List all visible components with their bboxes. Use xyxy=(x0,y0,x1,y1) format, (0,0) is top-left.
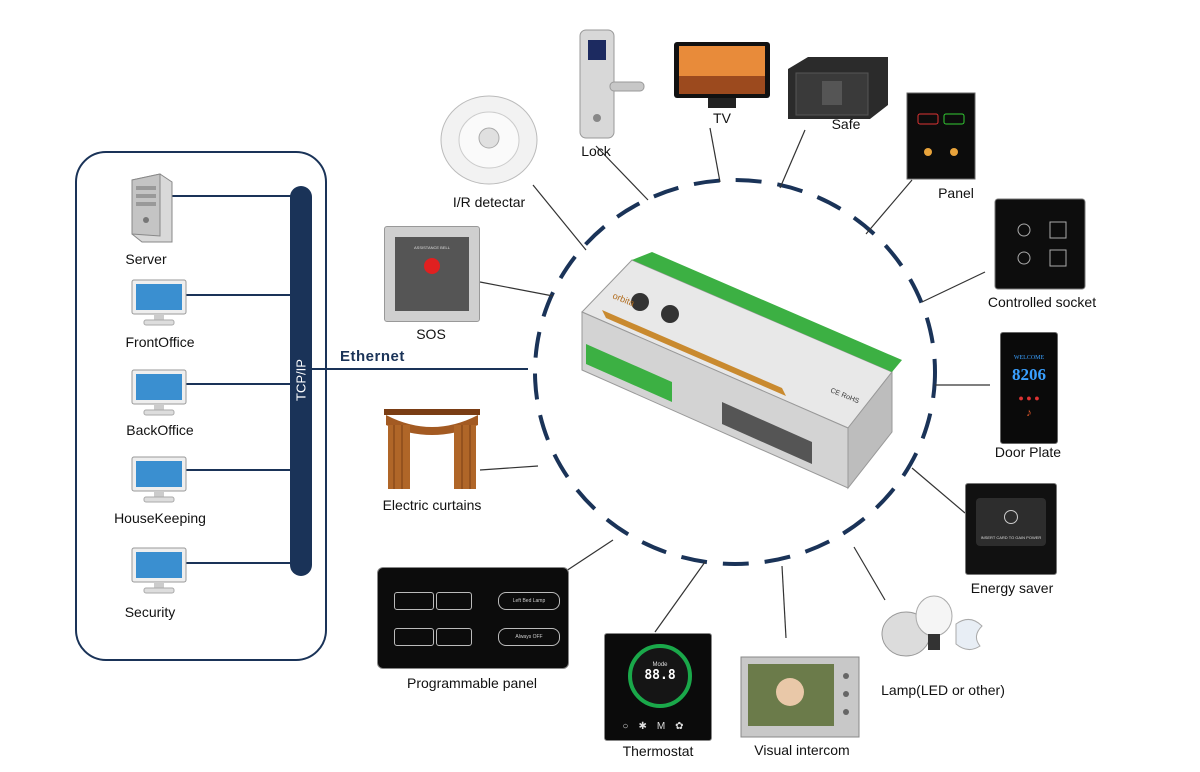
thermostat-buttons: ○✱M✿ xyxy=(622,721,694,732)
terminal-label-frontoffice: FrontOffice xyxy=(125,334,195,350)
tcpip-bus xyxy=(290,186,312,576)
device-label-panel: Panel xyxy=(938,185,974,201)
safe-icon xyxy=(788,57,888,119)
panel-button-icon xyxy=(394,628,434,646)
device-label-programmable-panel: Programmable panel xyxy=(407,675,537,691)
panel-button-icon xyxy=(436,628,472,646)
door-plate-room: 8206 xyxy=(1012,365,1046,384)
panel-button-icon xyxy=(436,592,472,610)
door-plate-indicators: ● ● ● xyxy=(1018,393,1040,403)
lamp-icon xyxy=(881,595,983,657)
panel-icon xyxy=(906,92,976,180)
network-frame xyxy=(75,151,327,661)
room-controller-icon: orbita CE RoHS xyxy=(581,252,902,490)
intercom-icon xyxy=(740,656,860,738)
sos-button xyxy=(424,258,440,274)
thermostat-reading: 88.8 xyxy=(644,668,676,683)
terminal-label-backoffice: BackOffice xyxy=(126,422,194,438)
device-label-safe: Safe xyxy=(831,116,861,132)
thermostat-icon: Mode 88.8 ○✱M✿ xyxy=(604,633,712,741)
server-tower-icon xyxy=(131,173,173,243)
terminal-label-security: Security xyxy=(124,604,176,620)
computer-monitor-icon xyxy=(131,279,187,326)
panel-button-icon xyxy=(394,592,434,610)
door-plate-icon: WELCOME 8206 ● ● ● ♪ xyxy=(1000,332,1058,444)
sos-plate: ASSISTANCE BELL xyxy=(395,237,469,311)
curtains-icon xyxy=(384,409,480,489)
computer-monitor-icon xyxy=(131,547,187,594)
device-label-thermostat: Thermostat xyxy=(622,743,694,759)
device-label-intercom: Visual intercom xyxy=(754,742,850,758)
door-plate-welcome: WELCOME xyxy=(1013,355,1045,361)
door-lock-icon xyxy=(579,29,645,139)
thermostat-mode: Mode xyxy=(652,662,668,668)
device-ring xyxy=(533,178,937,566)
tcpip-label: TCP/IP xyxy=(293,359,309,401)
panel-button-always-off: Always OFF xyxy=(498,628,560,646)
device-label-lock: Lock xyxy=(581,143,611,159)
panel-button-left-bed-lamp: Left Bed Lamp xyxy=(498,592,560,610)
programmable-panel-icon: Left Bed Lamp Always OFF xyxy=(377,567,569,669)
terminal-label-server: Server xyxy=(125,251,167,267)
device-connectors xyxy=(479,127,990,639)
socket-icon xyxy=(994,198,1086,290)
computer-monitor-icon xyxy=(131,456,187,503)
device-label-sos: SOS xyxy=(416,326,446,342)
device-label-ir-detector: I/R detectar xyxy=(452,194,526,210)
sos-caption: ASSISTANCE BELL xyxy=(414,245,450,250)
energy-saver-caption: INSERT CARD TO GAIN POWER xyxy=(980,535,1042,540)
device-label-door-plate: Door Plate xyxy=(994,444,1062,460)
power-icon xyxy=(1004,510,1018,524)
thermostat-dial: Mode 88.8 xyxy=(628,644,692,708)
device-label-controlled-socket: Controlled socket xyxy=(987,294,1097,310)
tv-icon xyxy=(674,42,770,108)
terminal-connectors xyxy=(172,195,291,564)
energy-saver-icon: INSERT CARD TO GAIN POWER xyxy=(965,483,1057,575)
device-label-lamp: Lamp(LED or other) xyxy=(881,682,1005,698)
ir-detector-icon xyxy=(440,95,538,185)
computer-monitor-icon xyxy=(131,369,187,416)
device-label-energy-saver: Energy saver xyxy=(970,580,1054,596)
bell-icon: ♪ xyxy=(1026,407,1032,419)
device-label-tv: TV xyxy=(713,110,731,126)
terminal-label-housekeeping: HouseKeeping xyxy=(114,510,206,526)
ethernet-label: Ethernet xyxy=(340,348,405,365)
device-label-electric-curtains: Electric curtains xyxy=(382,497,482,513)
sos-icon: ASSISTANCE BELL xyxy=(384,226,480,322)
